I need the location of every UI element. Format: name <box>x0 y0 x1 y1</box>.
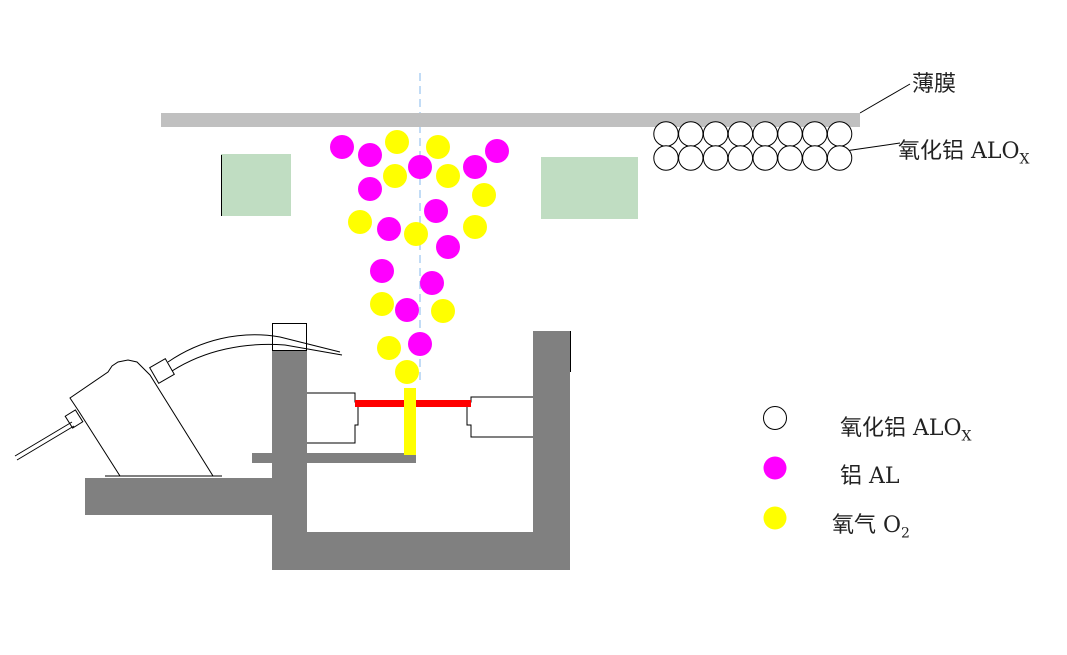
legend-marker-1 <box>763 456 787 480</box>
alox-molecule <box>653 145 679 171</box>
alox-molecule <box>752 121 778 147</box>
oxygen-molecule <box>348 210 372 234</box>
aluminum-atom <box>358 143 382 167</box>
alox-molecule <box>702 145 729 171</box>
alox-molecule <box>752 145 778 171</box>
aluminum-atom <box>377 217 401 241</box>
alox-molecule <box>678 121 704 147</box>
oxygen-molecule <box>426 135 450 159</box>
legend-marker-2 <box>763 506 787 530</box>
alox-molecule <box>777 145 803 171</box>
aluminum-atom <box>408 155 432 179</box>
legend-item-aluminum: 铝 AL <box>840 464 900 489</box>
oxygen-molecule <box>431 299 455 323</box>
aluminum-atom <box>424 199 448 223</box>
oxygen-molecule <box>377 336 401 360</box>
cable-connector <box>149 358 175 384</box>
wire-feeder-unit <box>14 334 343 477</box>
oxygen-molecule <box>404 222 428 246</box>
right-wall <box>533 331 570 570</box>
base-platform <box>85 478 275 515</box>
alox-molecule <box>802 121 828 147</box>
alox-molecule <box>702 121 729 147</box>
alox-molecule <box>826 121 853 147</box>
feeder-probe <box>14 421 75 461</box>
right-shield <box>541 157 638 219</box>
support-shelf <box>252 453 416 463</box>
aluminum-atom <box>370 259 394 283</box>
aluminum-atom <box>395 298 419 322</box>
oxygen-molecule <box>370 292 394 316</box>
right-electrode-block <box>466 396 533 438</box>
oxygen-molecule <box>385 130 409 154</box>
oxygen-molecule <box>472 183 496 207</box>
oxygen-molecule <box>436 164 460 188</box>
aluminum-atom <box>436 235 460 259</box>
aluminum-atom <box>358 177 382 201</box>
oxygen-molecule <box>463 215 487 239</box>
left-shield <box>221 154 291 216</box>
film-label: 薄膜 <box>912 72 957 97</box>
legend-marker-0 <box>763 406 787 430</box>
thin-film-substrate <box>161 113 860 127</box>
alox-molecule <box>727 121 754 147</box>
alox-molecule <box>777 121 803 147</box>
aluminum-atom <box>420 271 444 295</box>
alox-molecule <box>802 145 828 171</box>
alox-molecule <box>727 145 754 171</box>
legend-item-alox: 氧化铝 ALOX <box>840 416 972 445</box>
alox-layer-label: 氧化铝 ALOX <box>898 139 1030 168</box>
evaporation-chamber <box>85 323 571 570</box>
alox-molecule <box>678 145 704 171</box>
aluminum-atom <box>408 332 432 356</box>
feeder-cable <box>167 334 343 372</box>
aluminum-atom <box>463 155 487 179</box>
aluminum-wire-feed <box>404 388 416 455</box>
oxygen-molecule <box>395 360 419 384</box>
legend-item-oxygen: 氧气 O2 <box>832 513 910 542</box>
film-callout-line <box>859 83 911 114</box>
particle-cloud <box>330 130 509 384</box>
alox-callout-line <box>844 142 901 152</box>
alox-molecule <box>826 145 853 171</box>
aluminum-atom <box>485 139 509 163</box>
alox-layer <box>653 121 853 171</box>
left-electrode-block <box>307 392 359 444</box>
oxygen-molecule <box>383 164 407 188</box>
aluminum-atom <box>330 135 354 159</box>
feeder-body <box>69 359 214 477</box>
chamber-bottom <box>272 532 570 570</box>
alox-molecule <box>653 121 679 147</box>
legend-markers <box>763 406 787 530</box>
